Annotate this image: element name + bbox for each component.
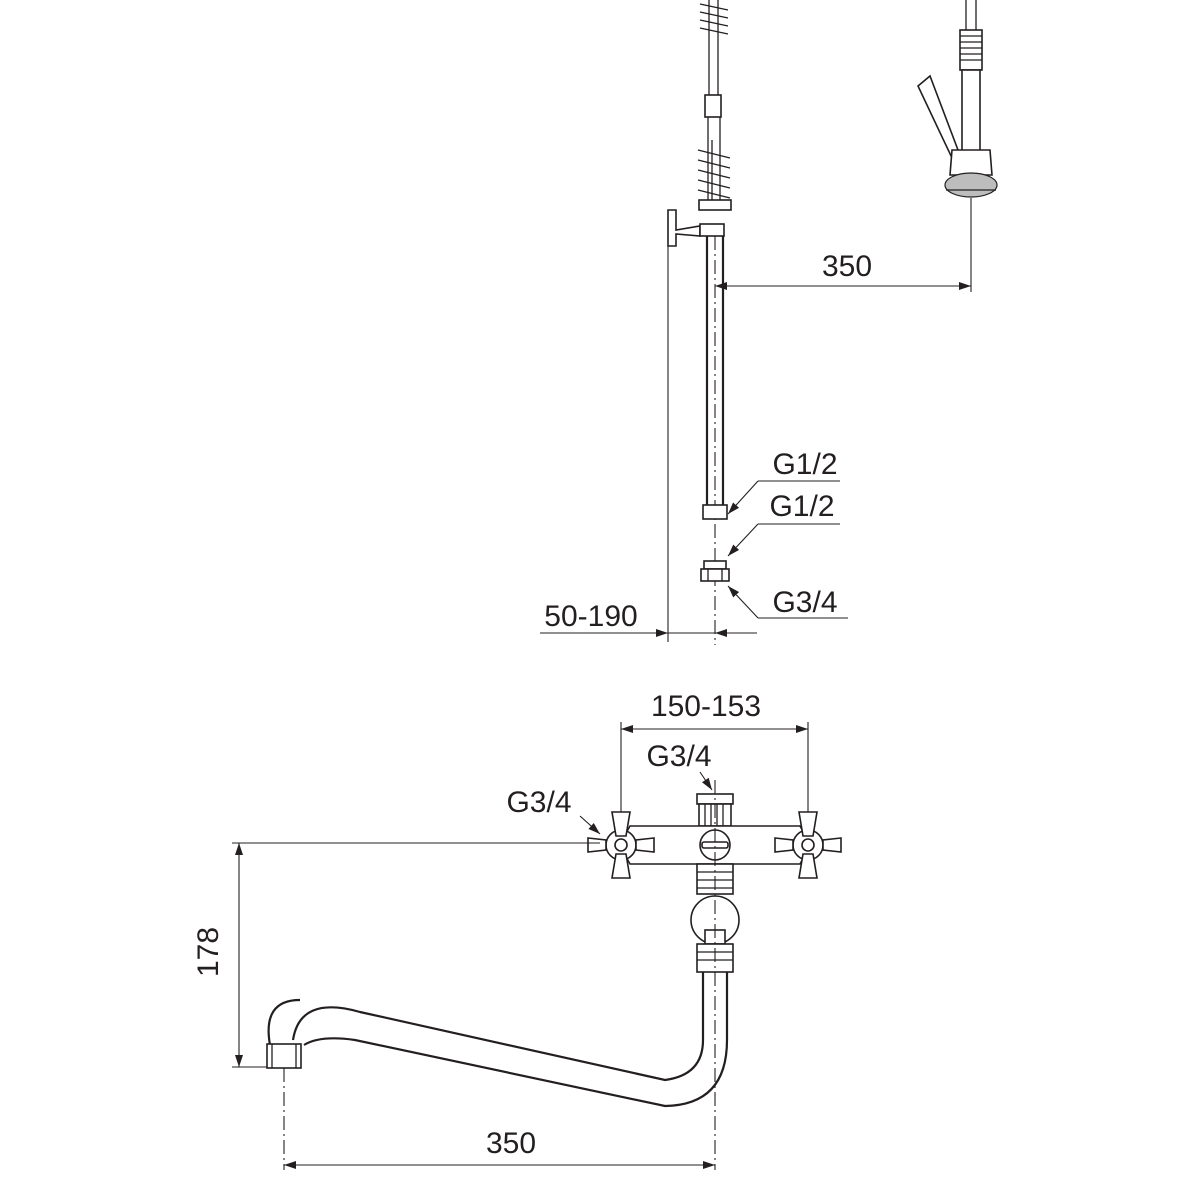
right-cross-handle <box>774 811 842 879</box>
spout-aerator <box>266 1043 302 1069</box>
wall-offset-label: 50-190 <box>544 600 637 633</box>
center-distance-label: 150-153 <box>651 690 761 723</box>
supply-thread-side-label: G3/4 <box>506 786 571 819</box>
callout-outlet-top: G3/4 <box>646 740 713 791</box>
spray-head <box>917 0 998 198</box>
dimension-spray-arm-350: 350 <box>715 250 971 290</box>
callout-inlet-adapter: G1/2 <box>727 490 840 557</box>
outlet-thread-top-label: G3/4 <box>646 740 711 773</box>
callout-supply-side: G3/4 <box>506 786 601 835</box>
dimension-wall-offset: 50-190 <box>540 600 757 637</box>
spray-arm-offset-label: 350 <box>822 250 872 283</box>
dimension-spout-reach: 350 <box>284 1127 715 1169</box>
hose-fitting-upper <box>704 94 722 118</box>
pipe-nut <box>702 504 728 520</box>
upper-spring <box>699 0 729 95</box>
callout-inlet-hose: G1/2 <box>727 448 840 515</box>
left-cross-handle <box>587 811 655 879</box>
spout-reach-label: 350 <box>486 1127 536 1160</box>
supply-thread-bottom-label: G3/4 <box>772 586 837 619</box>
swing-spout <box>266 972 729 1108</box>
dimension-spout-height: 178 <box>192 842 600 1068</box>
adapter-fitting <box>700 560 730 582</box>
dimension-center-distance: 150-153 <box>620 690 809 812</box>
pre-rinse-column <box>667 0 998 645</box>
inlet-thread-adapter-label: G1/2 <box>769 490 834 523</box>
spout-height-label: 178 <box>192 927 225 977</box>
inlet-thread-hose-label: G1/2 <box>772 448 837 481</box>
column-collar <box>698 199 732 211</box>
callout-supply-bottom: G3/4 <box>727 585 848 619</box>
lower-spring <box>697 140 731 200</box>
wall-bracket <box>667 209 725 247</box>
